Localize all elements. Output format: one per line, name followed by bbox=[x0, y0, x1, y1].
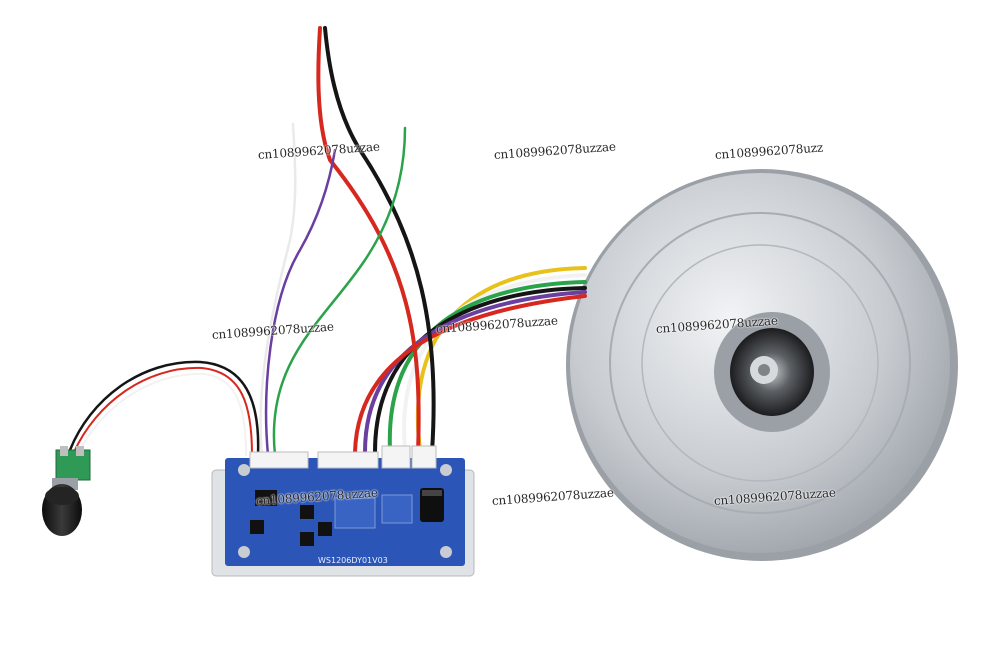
board-silkscreen: WS1206DY01V03 bbox=[318, 556, 388, 565]
driver-board: WS1206DY01V03 bbox=[211, 445, 475, 577]
speed-potentiometer bbox=[42, 446, 91, 536]
wire-harness bbox=[68, 26, 587, 457]
brushless-motor bbox=[566, 169, 958, 561]
